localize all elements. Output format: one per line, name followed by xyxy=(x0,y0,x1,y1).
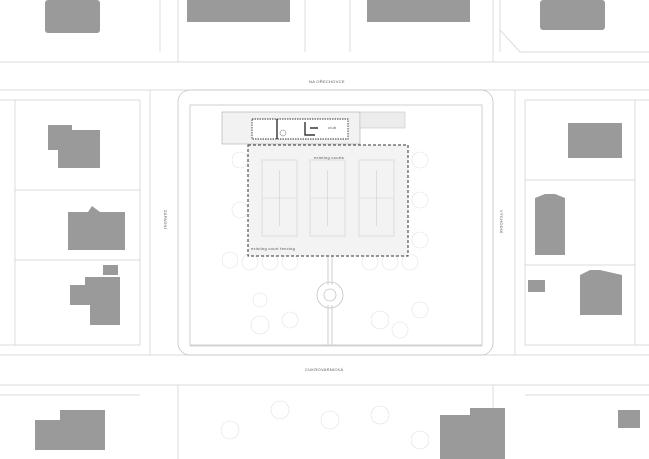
street-label-east: VÝCHODNÍ xyxy=(499,210,504,234)
neighbouring-buildings xyxy=(35,0,640,459)
street-label-south: CUKROVARNICKÁ xyxy=(305,367,344,372)
courts-label: existing courts xyxy=(314,155,345,160)
courts xyxy=(247,144,409,257)
street-label-north: NA OŘECHOVCE xyxy=(309,79,345,84)
park-block xyxy=(177,89,494,356)
club-building xyxy=(221,111,406,145)
club-label: club xyxy=(328,125,337,130)
street-label-west: ZÁPADNÍ xyxy=(163,210,168,230)
fencing-label: existing court fencing xyxy=(251,246,296,251)
